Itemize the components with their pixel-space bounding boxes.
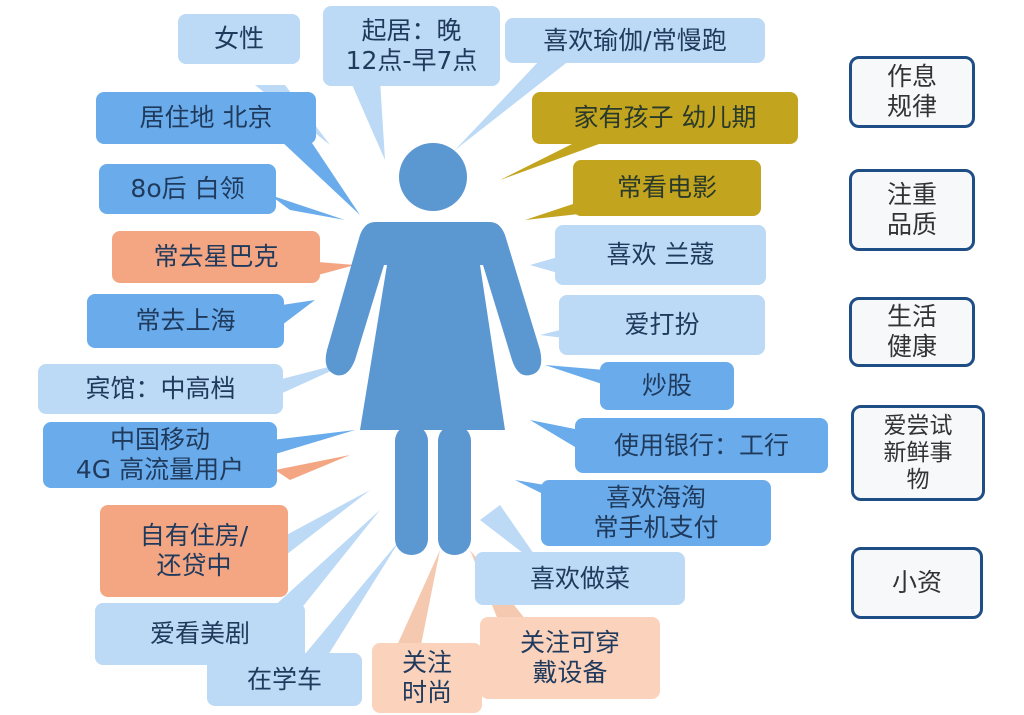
label-driving: 在学车 <box>207 653 362 706</box>
label-schedule: 起居：晚 12点-早7点 <box>323 6 500 86</box>
female-person-icon <box>325 143 542 555</box>
label-generation: 8o后 白领 <box>99 164 276 214</box>
label-gender: 女性 <box>178 14 300 64</box>
label-wearables: 关注可穿 戴设备 <box>480 617 660 699</box>
label-child: 家有孩子 幼儿期 <box>532 92 798 144</box>
label-stocks: 炒股 <box>600 362 734 410</box>
label-housing: 自有住房/ 还贷中 <box>100 505 288 597</box>
label-residence: 居住地 北京 <box>96 92 316 144</box>
label-movies: 常看电影 <box>573 160 761 216</box>
tag-quality: 注重 品质 <box>849 169 975 251</box>
tag-petty-bourgeois: 小资 <box>851 547 983 619</box>
label-bank: 使用银行：工行 <box>575 418 828 473</box>
label-hotel: 宾馆：中高档 <box>38 364 283 414</box>
tag-try-new-things: 爱尝试 新鲜事 物 <box>851 405 985 501</box>
label-mobile: 中国移动 4G 高流量用户 <box>43 422 277 488</box>
tag-regular-schedule: 作息 规律 <box>849 56 975 128</box>
label-exercise: 喜欢瑜伽/常慢跑 <box>505 18 765 63</box>
tag-healthy-life: 生活 健康 <box>849 297 975 367</box>
label-lancome: 喜欢 兰蔻 <box>555 225 766 285</box>
label-cooking: 喜欢做菜 <box>475 552 685 605</box>
label-haitao: 喜欢海淘 常手机支付 <box>541 480 771 546</box>
label-starbucks: 常去星巴克 <box>112 231 320 283</box>
label-fashion: 关注 时尚 <box>372 643 482 713</box>
label-shanghai: 常去上海 <box>87 294 284 348</box>
label-dress-up: 爱打扮 <box>559 295 765 355</box>
